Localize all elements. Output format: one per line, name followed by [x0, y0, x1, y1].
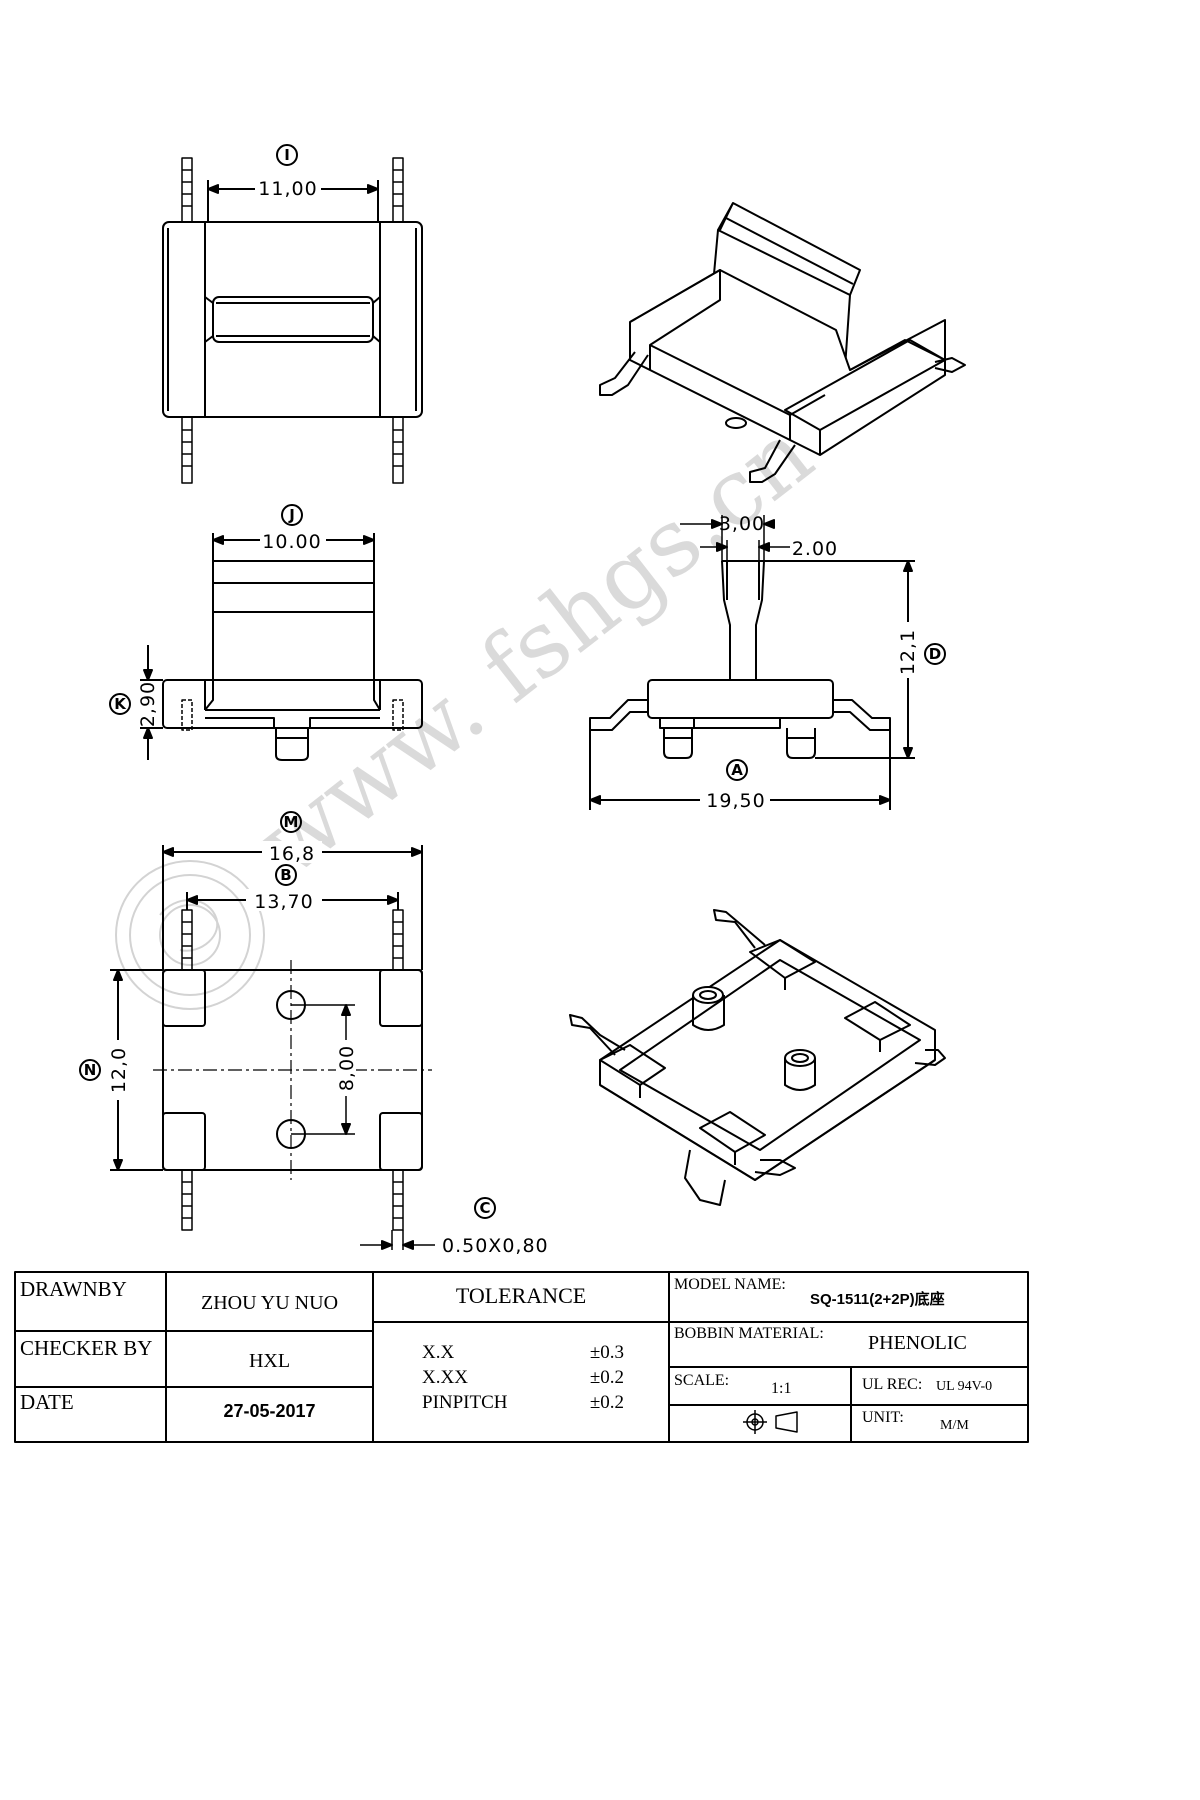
bottom-view: 8,00 M 16,8 B 13,70 12,0 N C 0.50X0,80 [79, 811, 549, 1257]
dim-value-top-width: 3,00 [719, 513, 765, 535]
iso-top-view [599, 202, 966, 483]
tolerance-value: ±0.2 [589, 1367, 624, 1388]
watermark-text: www. fshgs.cn [238, 400, 832, 897]
title-block [14, 1271, 1029, 1443]
dim-value-K: 2,90 [137, 681, 159, 727]
dim-value-pin-spacing: 8,00 [336, 1045, 358, 1091]
top-view-body [162, 221, 423, 418]
date-label: DATE [20, 1390, 74, 1414]
tolerance-row: X.X ±0.3 [422, 1342, 662, 1367]
tolerance-name: X.XX [422, 1367, 468, 1388]
top-view-pins [181, 157, 404, 484]
drawn-by-label: DRAWNBY [20, 1277, 127, 1301]
unit-value: M/M [940, 1418, 969, 1433]
unit-label: UNIT: [862, 1409, 904, 1426]
scale-label: SCALE: [674, 1372, 730, 1389]
dim-value-A: 19,50 [706, 790, 765, 812]
watermark: www. fshgs.cn [115, 400, 832, 1010]
tolerance-value: ±0.2 [589, 1392, 624, 1413]
tolerance-list: X.X ±0.3 X.XX ±0.2 PINPITCH ±0.2 [422, 1342, 662, 1417]
tolerance-row: X.XX ±0.2 [422, 1367, 662, 1392]
dim-value-I: 11,00 [258, 178, 317, 200]
tolerance-name: PINPITCH [422, 1392, 508, 1413]
dim-label-I: I [284, 146, 290, 164]
bobbin-material-value: PHENOLIC [868, 1332, 967, 1354]
dim-value-C: 0.50X0,80 [442, 1235, 549, 1257]
model-name-value: SQ-1511(2+2P)底座 [810, 1291, 945, 1308]
tolerance-value: ±0.3 [589, 1342, 624, 1363]
dim-label-K: K [114, 695, 127, 713]
projection-symbol-icon [743, 1410, 798, 1434]
model-name-label: MODEL NAME: [674, 1276, 786, 1293]
ul-rec-label: UL REC: [862, 1376, 923, 1393]
dim-label-A: A [731, 761, 743, 779]
dim-value-D: 12,1 [897, 629, 919, 675]
dim-label-J: J [288, 506, 295, 524]
top-view: I 11,00 [162, 144, 423, 484]
dim-label-B: B [280, 866, 291, 884]
ul-rec-value: UL 94V-0 [936, 1379, 993, 1394]
dim-value-B: 13,70 [254, 891, 313, 913]
tolerance-label: TOLERANCE [455, 1283, 587, 1308]
dim-label-N: N [84, 1061, 97, 1079]
drawing-sheet: { "dimensions": { "I": {"label": "I", "v… [14, 144, 1029, 1443]
side-view: 3,00 2.00 12,1 D A 19,50 [589, 513, 946, 812]
tolerance-name: X.X [422, 1342, 455, 1363]
checker-label: CHECKER BY [20, 1336, 153, 1360]
dim-value-J: 10.00 [262, 531, 321, 553]
checker-value: HXL [248, 1350, 291, 1372]
tolerance-row: PINPITCH ±0.2 [422, 1392, 662, 1417]
dim-label-M: M [284, 813, 299, 831]
dim-value-N: 12,0 [108, 1047, 130, 1093]
bobbin-material-label: BOBBIN MATERIAL: [674, 1325, 824, 1342]
technical-drawing: www. fshgs.cn I 11,00 [14, 144, 1029, 1443]
front-view: J 10.00 K 2,90 [109, 504, 423, 761]
dim-value-M: 16,8 [269, 843, 315, 865]
date-value: 27-05-2017 [223, 1401, 316, 1421]
iso-bottom-view [569, 909, 946, 1206]
watermark-seal [115, 860, 265, 1010]
drawn-by-value: ZHOU YU NUO [200, 1292, 339, 1314]
scale-value: 1:1 [771, 1380, 792, 1397]
dim-value-top-thickness: 2.00 [792, 538, 838, 560]
dim-label-C: C [479, 1199, 490, 1217]
dim-label-D: D [929, 645, 941, 663]
